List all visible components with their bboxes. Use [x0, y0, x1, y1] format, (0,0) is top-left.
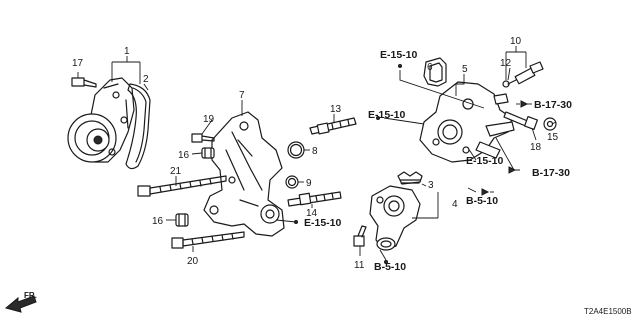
stud-bolt-14[interactable] — [287, 191, 342, 207]
leader-lines — [111, 46, 557, 261]
callout-16a[interactable]: 16 — [178, 150, 190, 161]
callout-numbers: 1 2 17 7 19 16 21 16 20 13 8 9 14 6 5 10… — [72, 36, 559, 271]
callout-8[interactable]: 8 — [312, 146, 318, 157]
reference-labels: E-15-10 E-15-10 E-15-10 E-15-10 B-17-30 … — [304, 49, 572, 273]
reference-arrows — [294, 64, 532, 264]
callout-11[interactable]: 11 — [354, 260, 365, 271]
callout-9[interactable]: 9 — [306, 178, 312, 189]
callout-4[interactable]: 4 — [452, 199, 458, 210]
water-pump-housing-bracket[interactable] — [203, 111, 285, 237]
flange-nut-16b[interactable] — [175, 213, 189, 227]
callout-10[interactable]: 10 — [510, 36, 522, 47]
callout-21[interactable]: 21 — [170, 166, 182, 177]
callout-19[interactable]: 19 — [203, 114, 215, 125]
callout-6[interactable]: 6 — [427, 62, 433, 73]
callout-20[interactable]: 20 — [187, 256, 199, 267]
callout-15[interactable]: 15 — [547, 132, 559, 143]
flange-bolt-21[interactable] — [137, 175, 227, 197]
callout-3[interactable]: 3 — [428, 180, 434, 191]
callout-7[interactable]: 7 — [239, 90, 245, 101]
diagram-code: T2A4E1500B — [584, 307, 632, 316]
water-temp-sensor-12[interactable] — [507, 61, 544, 85]
thermostat-housing-gasket[interactable] — [423, 57, 447, 87]
o-ring-9[interactable] — [285, 175, 299, 189]
ref-e-15-10-top[interactable]: E-15-10 — [380, 49, 418, 61]
thermostat-housing[interactable] — [419, 81, 515, 163]
thermostat-3[interactable] — [397, 171, 423, 185]
ref-b-17-30-top[interactable]: B-17-30 — [534, 99, 572, 111]
water-pump-gasket[interactable] — [125, 83, 151, 170]
flange-bolt-11[interactable] — [353, 225, 367, 247]
thermostat-case-4[interactable] — [369, 185, 421, 251]
flange-bolt-18[interactable] — [503, 111, 539, 131]
callout-16b[interactable]: 16 — [152, 216, 164, 227]
ref-e-15-10-housing[interactable]: E-15-10 — [466, 155, 504, 167]
callout-12[interactable]: 12 — [500, 58, 512, 69]
ref-e-15-10-bracket[interactable]: E-15-10 — [304, 217, 342, 229]
callout-13[interactable]: 13 — [330, 104, 342, 115]
direction-label: FR. — [24, 291, 37, 300]
flange-bolt-20[interactable] — [171, 231, 245, 249]
o-ring-10[interactable] — [502, 80, 510, 88]
callout-1[interactable]: 1 — [124, 46, 130, 57]
callout-17[interactable]: 17 — [72, 58, 84, 69]
flange-nut-16a[interactable] — [201, 147, 215, 159]
ref-e-15-10-mid[interactable]: E-15-10 — [368, 109, 406, 121]
ref-b-5-10-bottom[interactable]: B-5-10 — [374, 261, 406, 273]
callout-5[interactable]: 5 — [462, 64, 468, 75]
water-pump-assembly[interactable] — [67, 77, 135, 163]
front-direction-arrow: FR. — [4, 291, 37, 313]
washer-15[interactable] — [543, 117, 557, 131]
ref-b-17-30-bot[interactable]: B-17-30 — [532, 167, 570, 179]
o-ring-8[interactable] — [287, 141, 305, 159]
flange-bolt-19[interactable] — [191, 133, 215, 143]
callout-18[interactable]: 18 — [530, 142, 542, 153]
ref-b-5-10-right[interactable]: B-5-10 — [466, 195, 498, 207]
stud-bolt-13[interactable] — [309, 117, 357, 135]
callout-2[interactable]: 2 — [143, 74, 149, 85]
callout-14[interactable]: 14 — [306, 208, 318, 219]
flange-bolt-17[interactable] — [71, 72, 97, 88]
